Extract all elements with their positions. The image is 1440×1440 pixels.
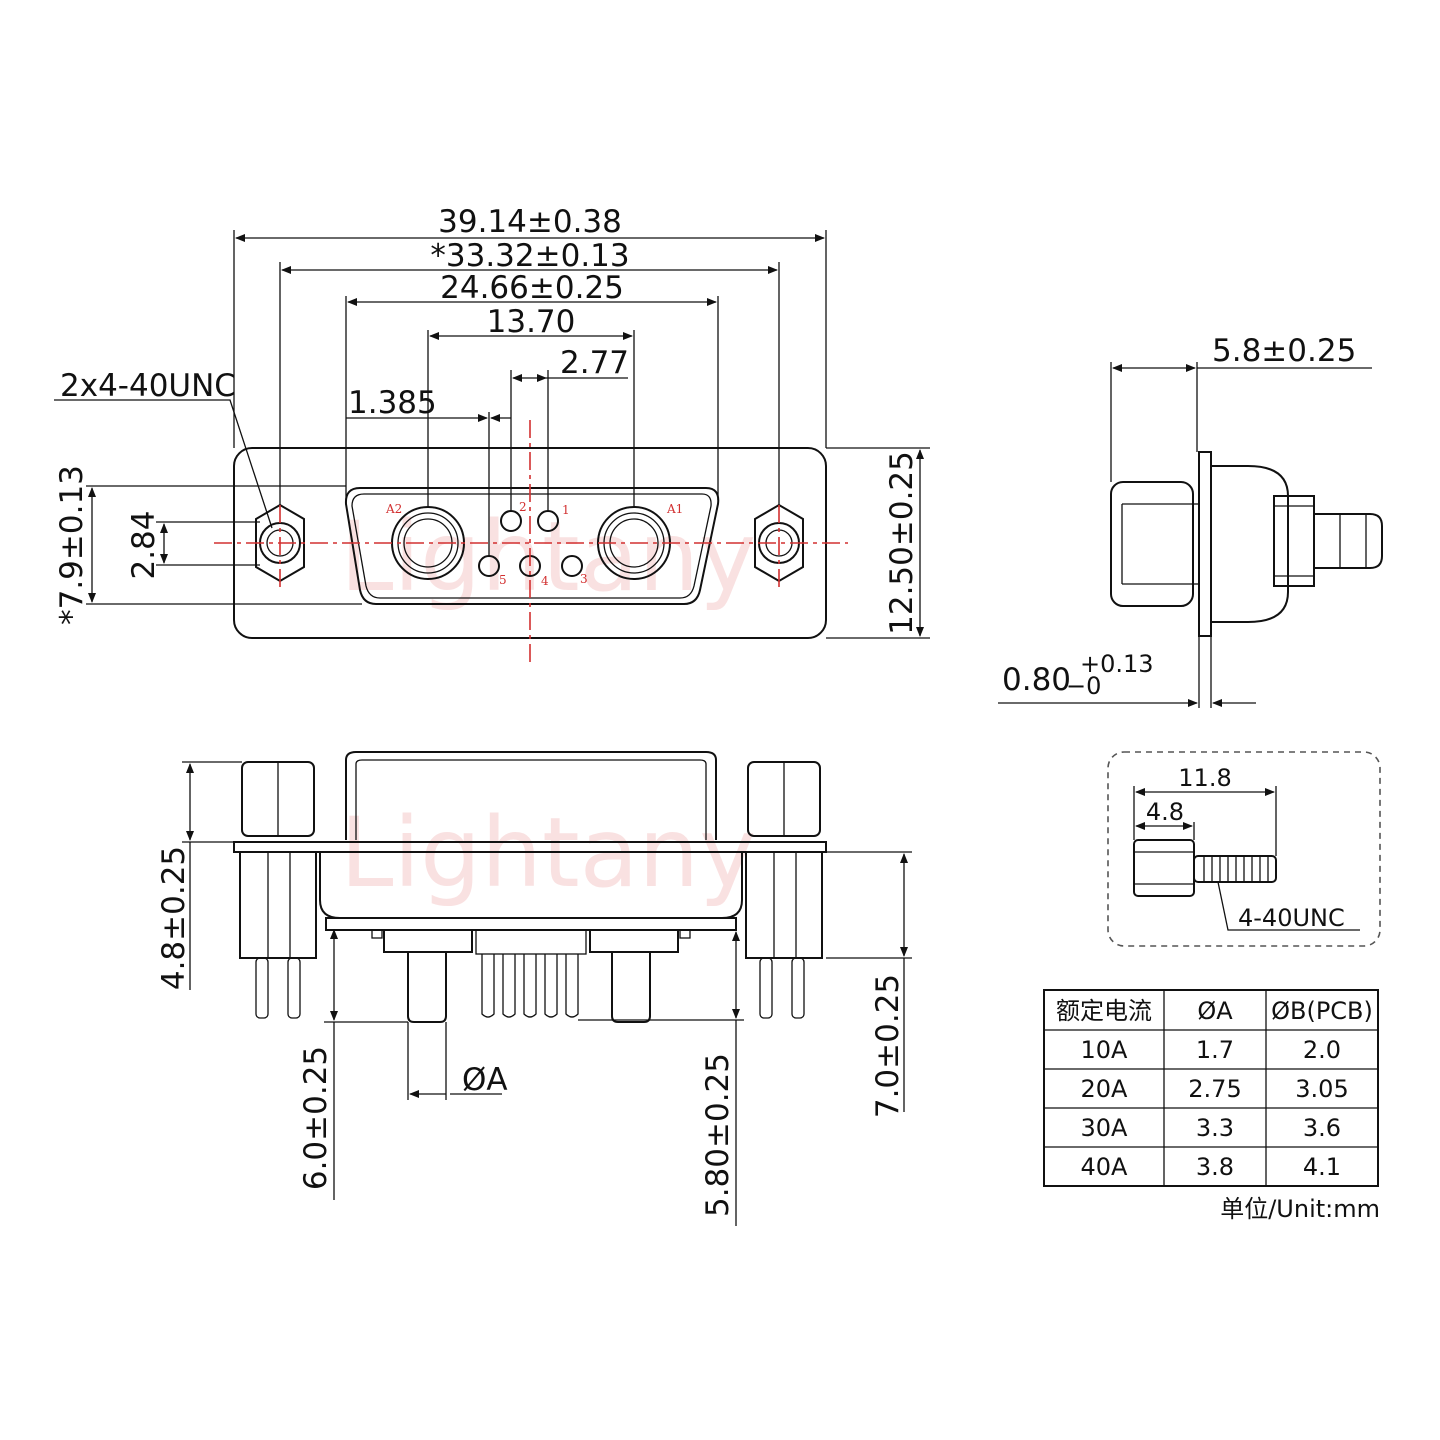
screw-hex-head bbox=[1133, 839, 1195, 897]
table-cell: 40A bbox=[1081, 1153, 1129, 1181]
dim-total-height: 7.0±0.25 bbox=[870, 974, 906, 1118]
standoff-post-right bbox=[745, 851, 823, 1019]
d-shell-inner bbox=[351, 493, 712, 599]
dim-depth: 5.8±0.25 bbox=[1212, 333, 1356, 369]
dim-hole-spec: 2x4-40UNC bbox=[60, 368, 236, 404]
dim-overall-width: 39.14±0.38 bbox=[438, 204, 622, 240]
side-shell bbox=[1211, 465, 1289, 623]
dim-pin-diameter: ØA bbox=[462, 1062, 508, 1098]
dim-standoff: 4.8±0.25 bbox=[156, 846, 192, 990]
dim-screw-length: 11.8 bbox=[1178, 764, 1231, 792]
standoff-left bbox=[241, 761, 315, 837]
screw-thread bbox=[1193, 855, 1277, 883]
screw-detail: 11.8 4.8 4-40UNC bbox=[1107, 751, 1381, 947]
profile-shell bbox=[345, 751, 717, 840]
dim-power-pin-length: 6.0±0.25 bbox=[298, 1046, 334, 1190]
pin-label-5: 5 bbox=[499, 573, 507, 587]
standoff-post-left bbox=[239, 851, 317, 1019]
dim-pin-offset: 1.385 bbox=[348, 385, 437, 421]
power-pin-right bbox=[611, 952, 651, 1023]
power-housing-right bbox=[589, 929, 679, 953]
leader-hole bbox=[54, 399, 273, 529]
dim-signal-pin-length: 5.80±0.25 bbox=[700, 1053, 736, 1217]
profile-flange bbox=[233, 841, 827, 853]
front-view: Lightany bbox=[54, 204, 930, 662]
table-header-dia-b: ØB(PCB) bbox=[1271, 997, 1373, 1025]
side-nut bbox=[1110, 481, 1194, 607]
unit-note: 单位/Unit:mm bbox=[1220, 1195, 1380, 1223]
tolerance-upper: +0.13 bbox=[1080, 650, 1154, 678]
dim-signal-pitch: 2.77 bbox=[560, 345, 629, 381]
table-cell: 3.6 bbox=[1303, 1114, 1341, 1142]
table-cell: 2.75 bbox=[1188, 1075, 1241, 1103]
table-cell: 3.3 bbox=[1196, 1114, 1234, 1142]
dim-screw-head: 4.8 bbox=[1146, 798, 1184, 826]
dim-shell-width: 24.66±0.25 bbox=[440, 270, 624, 306]
pin-label-a1: A1 bbox=[666, 502, 683, 516]
pin-label-4: 4 bbox=[541, 574, 549, 588]
tolerance-lower: −0 bbox=[1066, 672, 1101, 700]
power-housing-left bbox=[383, 929, 473, 953]
profile-base bbox=[325, 917, 737, 931]
screw-thread-spec: 4-40UNC bbox=[1238, 904, 1345, 932]
table-cell: 3.8 bbox=[1196, 1153, 1234, 1181]
dim-mount-spacing: *33.32±0.13 bbox=[430, 238, 629, 274]
table-cell: 20A bbox=[1081, 1075, 1129, 1103]
signal-pin-3 bbox=[561, 555, 583, 577]
table-cell: 10A bbox=[1081, 1036, 1129, 1064]
dim-height-b: 2.84 bbox=[126, 510, 162, 579]
dim-height-a: *7.9±0.13 bbox=[54, 465, 90, 625]
dim-flange-height: 12.50±0.25 bbox=[884, 451, 920, 635]
dim-power-pitch: 13.70 bbox=[487, 304, 576, 340]
table-cell: 30A bbox=[1081, 1114, 1129, 1142]
table-cell: 1.7 bbox=[1196, 1036, 1234, 1064]
side-pin-tail bbox=[1314, 513, 1383, 569]
pin-label-1: 1 bbox=[562, 503, 570, 517]
standoff-right bbox=[747, 761, 821, 837]
pin-label-a2: A2 bbox=[385, 502, 402, 516]
signal-pins-profile bbox=[475, 929, 587, 1018]
spec-table: 额定电流 ØA ØB(PCB) 10A 1.7 2.0 20A 2.75 3.0… bbox=[1043, 989, 1379, 1187]
table-header-current: 额定电流 bbox=[1056, 997, 1152, 1025]
dim-flange-thickness: 0.80 bbox=[1002, 662, 1071, 698]
table-cell: 4.1 bbox=[1303, 1153, 1341, 1181]
side-flange bbox=[1198, 451, 1212, 637]
side-contact-body bbox=[1273, 495, 1315, 587]
power-pin-left bbox=[407, 952, 447, 1023]
table-cell: 2.0 bbox=[1303, 1036, 1341, 1064]
detail-frame bbox=[1107, 751, 1381, 947]
pin-label-2: 2 bbox=[519, 500, 527, 514]
table-cell: 3.05 bbox=[1295, 1075, 1348, 1103]
pin-label-3: 3 bbox=[580, 572, 588, 586]
bottom-view: Lightany bbox=[156, 751, 912, 1226]
table-header-dia-a: ØA bbox=[1197, 997, 1233, 1025]
side-view: 5.8±0.25 0.80 +0.13 −0 bbox=[998, 333, 1383, 708]
